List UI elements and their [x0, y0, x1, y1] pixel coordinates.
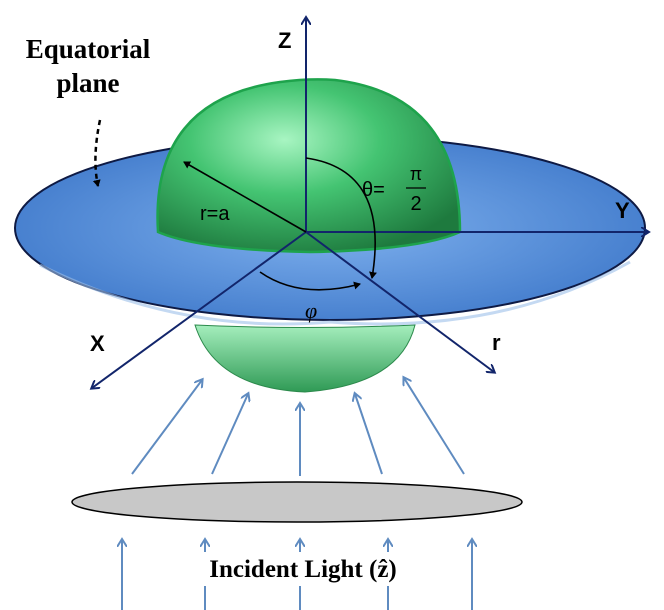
- phi-arc: [259, 271, 361, 291]
- r-axis-label: r: [492, 330, 501, 355]
- radius-line: [183, 161, 307, 233]
- theta-label: θ=: [362, 179, 385, 201]
- equatorial-label-line2: plane: [56, 68, 119, 98]
- equatorial-label-line1: Equatorial: [26, 34, 151, 64]
- theta-denominator: 2: [410, 193, 421, 215]
- lower-hemisphere: [194, 324, 416, 393]
- lens: [71, 481, 523, 523]
- converging-light-rays: [131, 378, 465, 476]
- theta-arc: [305, 157, 377, 279]
- incident-light-label: Incident Light (ẑ): [209, 556, 397, 583]
- x-axis-label: X: [90, 331, 105, 356]
- incident-label-backdrop: [198, 552, 408, 586]
- theta-numerator: π: [410, 164, 422, 184]
- radius-label: r=a: [200, 203, 230, 225]
- z-axis-label: Z: [278, 28, 291, 53]
- plane-shadow: [39, 260, 631, 326]
- upper-hemisphere: [156, 78, 462, 254]
- phi-label: φ: [305, 298, 317, 323]
- r-axis: [305, 231, 494, 372]
- y-axis-label: Y: [615, 198, 630, 223]
- x-axis: [92, 231, 307, 388]
